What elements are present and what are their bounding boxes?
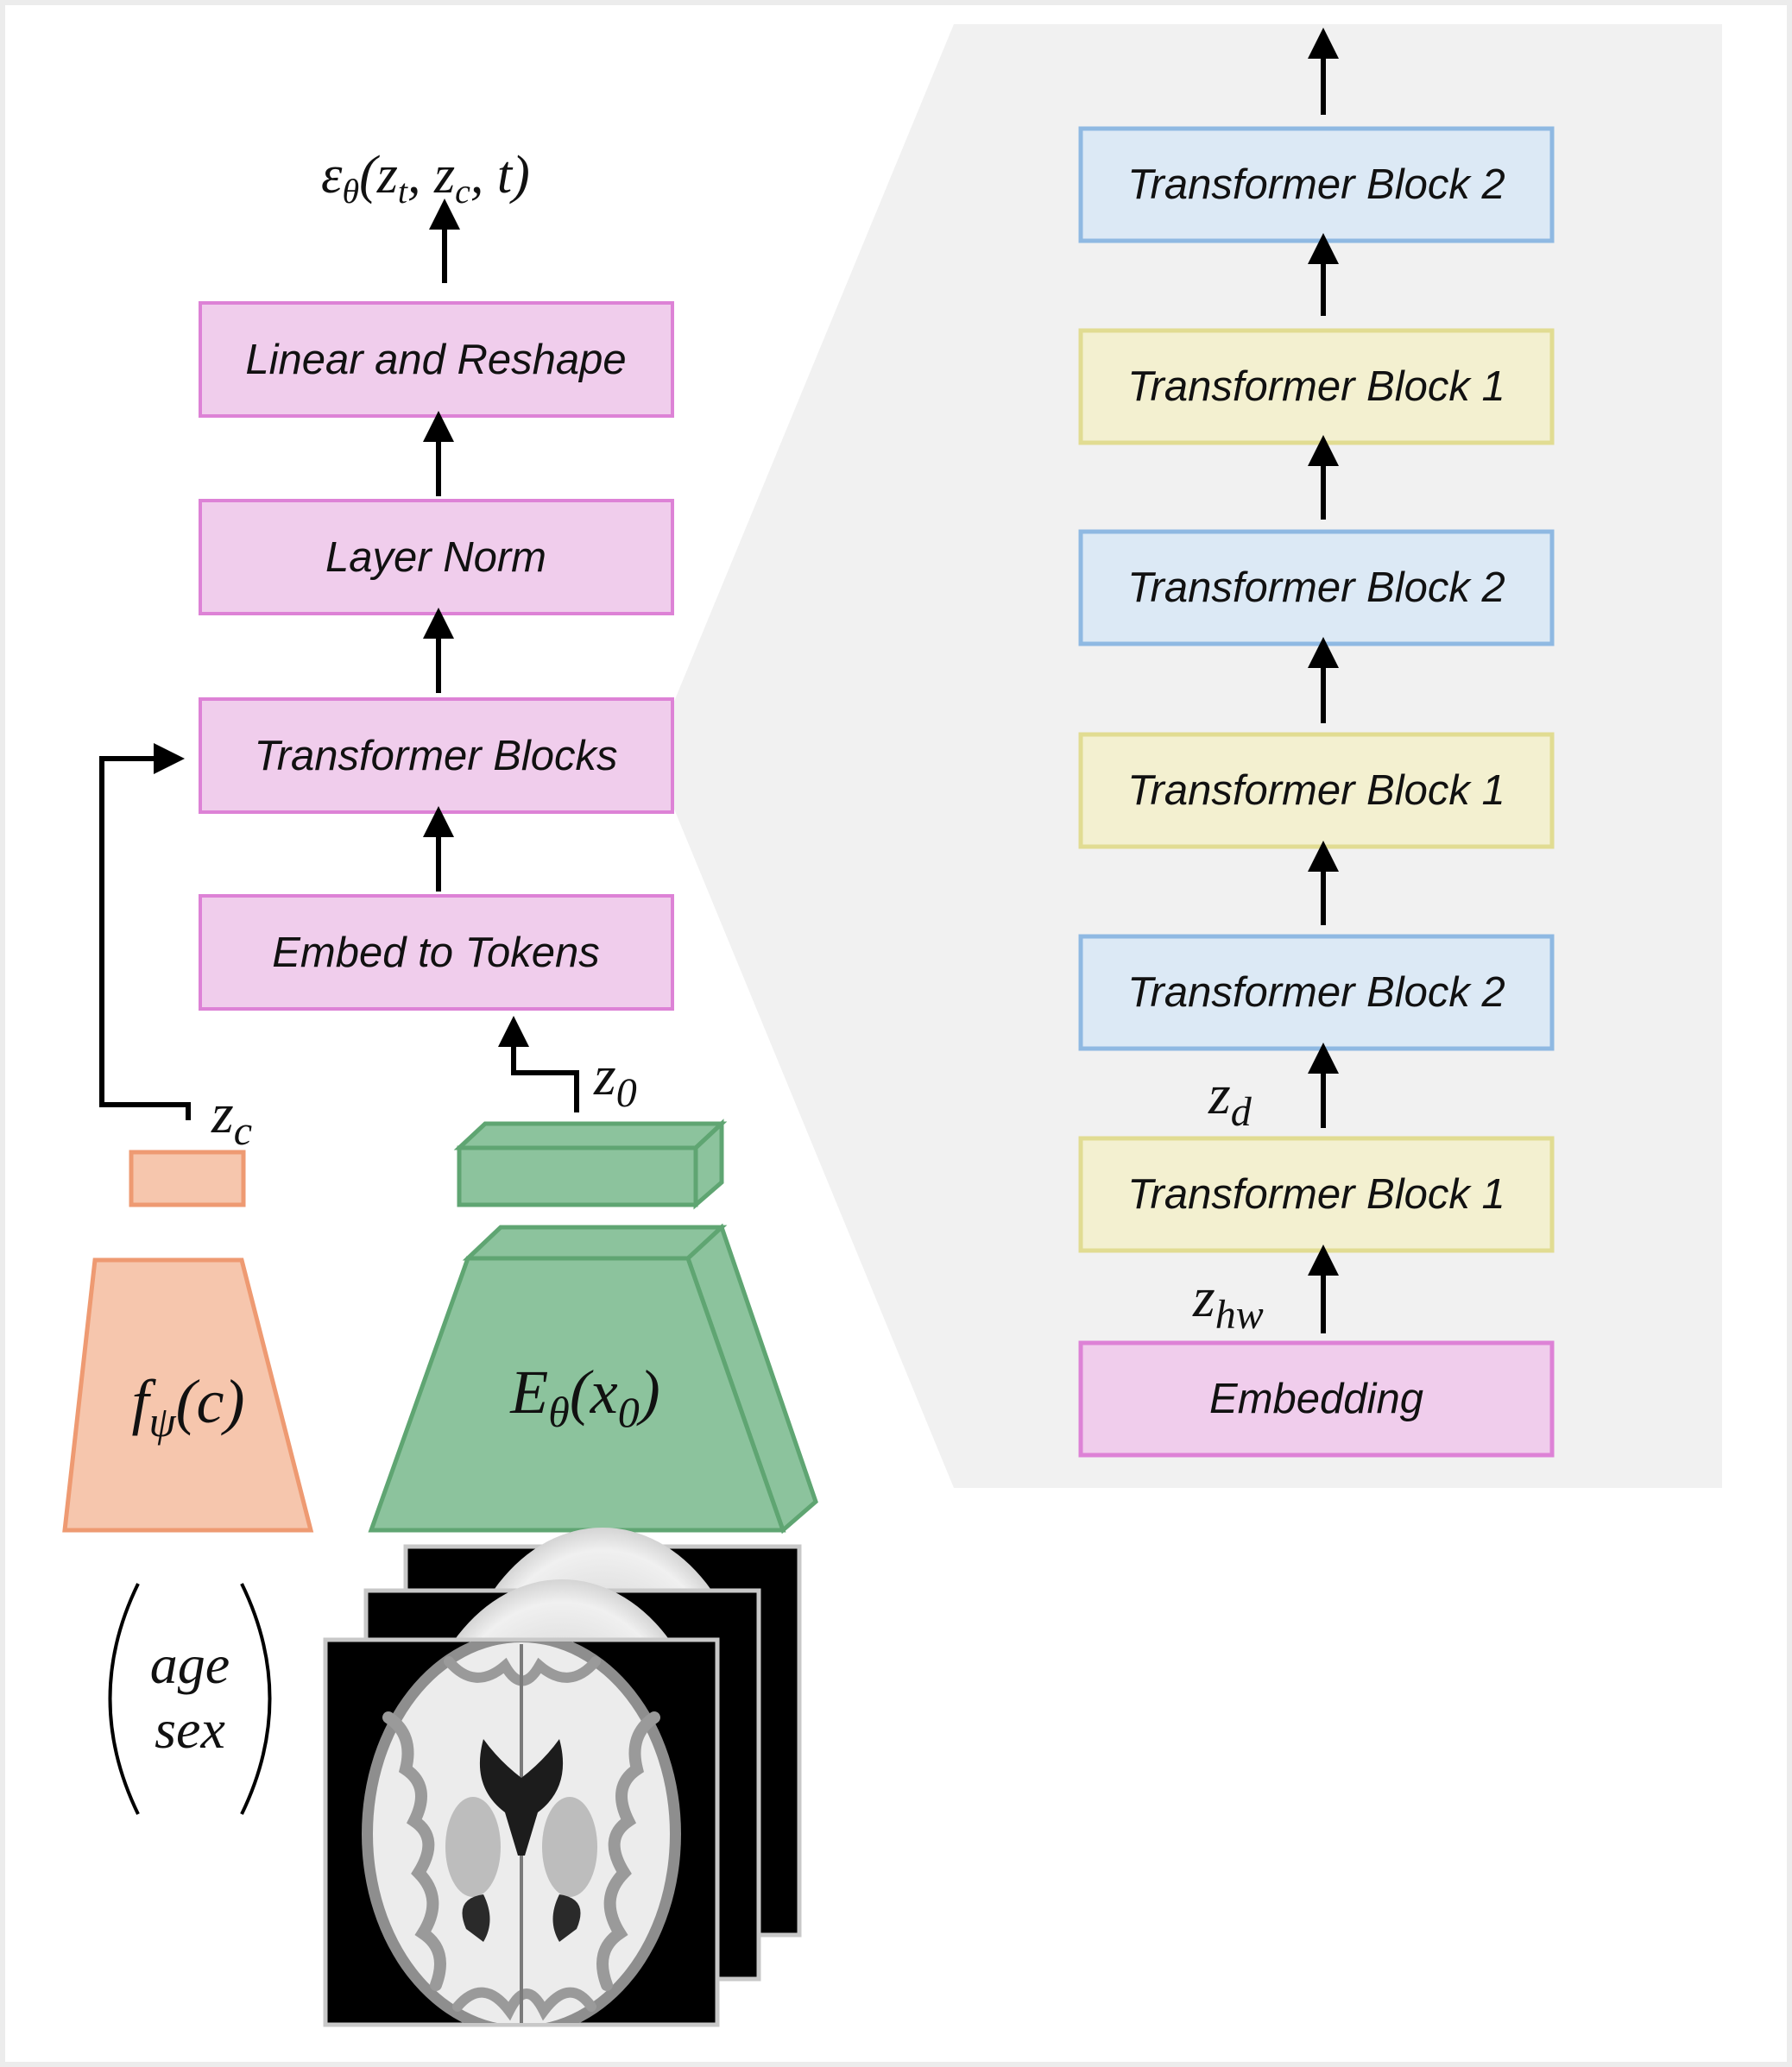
- mri-slice-stack: [323, 1528, 802, 2027]
- stack-block-3: [1078, 732, 1555, 849]
- image-encoder: Eθ(x0): [368, 1223, 818, 1534]
- condition-encoder-label: fψ(c): [132, 1367, 245, 1446]
- stack-block-1: [1078, 328, 1555, 445]
- brain-posterior-horns: [462, 1894, 581, 1942]
- condition-vector: age sex: [108, 1583, 272, 1815]
- left-paren: [108, 1583, 140, 1815]
- brain-ventricles: [479, 1739, 564, 1856]
- output-label: εθ(zt, zc, t): [321, 146, 530, 211]
- stack-block-4-label: Transformer Block 2: [1127, 969, 1505, 1016]
- brain-basal-right: [542, 1797, 597, 1897]
- stack-block-0-label: Transformer Block 2: [1127, 161, 1505, 208]
- embedding-label: Embedding: [1209, 1376, 1423, 1422]
- encoder-top: [462, 1225, 728, 1261]
- var-age: age: [150, 1634, 230, 1695]
- zc-latent-box: [129, 1150, 246, 1207]
- zhw-label: zhw: [1192, 1266, 1264, 1338]
- z0-box-top: [453, 1121, 728, 1150]
- zd-label: zd: [1208, 1063, 1253, 1135]
- linear-reshape-block: [199, 301, 674, 418]
- zc-label: zc: [211, 1082, 252, 1154]
- var-sex: sex: [155, 1698, 225, 1760]
- stack-block-2: [1078, 529, 1555, 646]
- brain-basal-left: [445, 1797, 501, 1897]
- embed-tokens-label: Embed to Tokens: [272, 930, 600, 976]
- stack-block-3-label: Transformer Block 1: [1127, 767, 1505, 814]
- linear-reshape-label: Linear and Reshape: [245, 337, 626, 383]
- z0-label: z0: [593, 1044, 637, 1116]
- stack-block-2-label: Transformer Block 2: [1127, 564, 1505, 611]
- conditioning-path: [99, 743, 191, 1120]
- latent-path: [498, 1016, 579, 1112]
- stack-block-0: [1078, 126, 1555, 243]
- brain-gyri-right: [596, 1711, 660, 1991]
- layer-norm-label: Layer Norm: [325, 534, 546, 581]
- right-stack: Transformer Block 2 Transformer Block 1 …: [1078, 126, 1555, 1458]
- z0-latent-box: [453, 1119, 728, 1210]
- encoder-front: [368, 1256, 786, 1533]
- right-paren: [240, 1583, 272, 1815]
- embed-tokens-block: [199, 894, 674, 1011]
- brain-gyri-bottom: [452, 1987, 596, 2021]
- transformer-blocks-label: Transformer Blocks: [254, 733, 617, 779]
- brain-gyri-left: [382, 1711, 446, 1991]
- embedding-block: [1078, 1340, 1555, 1458]
- stack-block-5-label: Transformer Block 1: [1127, 1171, 1505, 1218]
- condition-encoder: [62, 1257, 314, 1533]
- stack-block-5: [1078, 1136, 1555, 1253]
- image-encoder-label: Eθ(x0): [509, 1358, 659, 1436]
- z0-box-front: [457, 1145, 698, 1207]
- mri-slice-front: [323, 1637, 720, 2027]
- stack-block-1-label: Transformer Block 1: [1127, 363, 1505, 410]
